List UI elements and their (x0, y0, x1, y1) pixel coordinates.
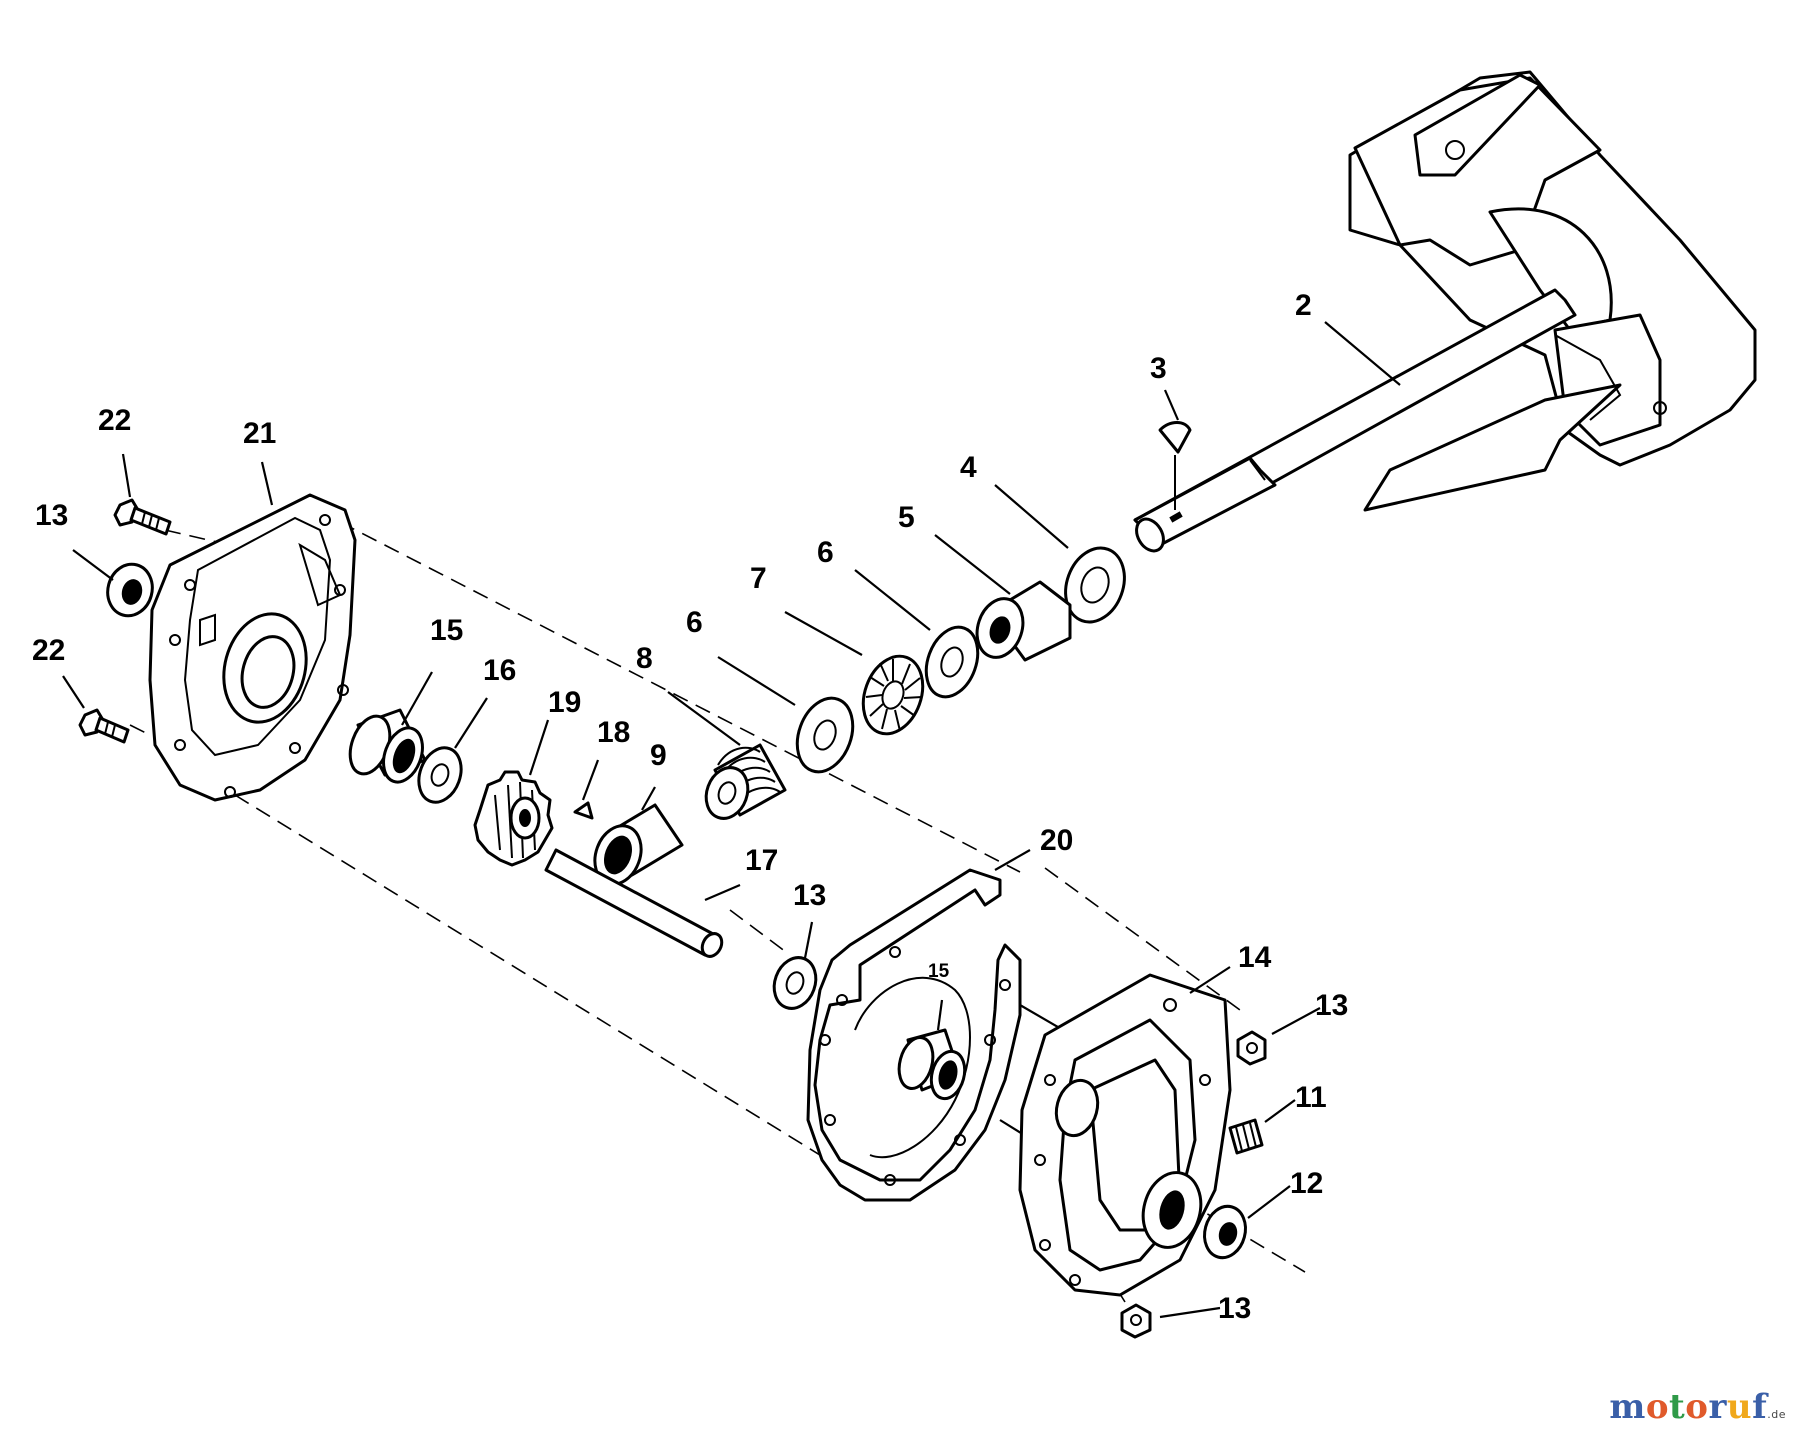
callout-19: 19 (548, 686, 581, 719)
washer-6-upper (924, 625, 980, 699)
watermark-letter: t (1669, 1387, 1686, 1427)
washer-4 (1064, 546, 1126, 624)
watermark-letter: r (1708, 1387, 1727, 1427)
callout-16: 16 (483, 654, 516, 687)
callout-13-right: 13 (1315, 989, 1348, 1022)
site-watermark-logo: motoruf.de (1609, 1387, 1786, 1427)
set-screw-11 (1228, 1118, 1264, 1155)
spur-gear-19 (473, 770, 554, 867)
callout-2: 2 (1295, 289, 1312, 322)
bushing-15-upper (348, 708, 427, 784)
callout-13-bottom: 13 (1218, 1292, 1251, 1325)
callout-22-upper: 22 (98, 404, 131, 437)
watermark-logo-text: motoruf (1609, 1387, 1767, 1427)
worm-gear-8 (704, 743, 787, 820)
callout-11: 11 (1295, 1081, 1327, 1114)
watermark-letter: o (1645, 1387, 1670, 1427)
bolt-22-upper (113, 498, 172, 536)
callout-22-lower: 22 (32, 634, 65, 667)
callout-13-left: 13 (35, 499, 68, 532)
callout-4: 4 (960, 451, 977, 484)
bushing-15-lower (897, 1028, 967, 1101)
washer-6-lower (795, 696, 855, 774)
gasket-20 (806, 868, 1022, 1202)
callout-15-lower: 15 (928, 961, 950, 982)
callout-6-upper: 6 (817, 536, 834, 569)
pin-17 (544, 848, 724, 958)
callout-3: 3 (1150, 352, 1167, 385)
callout-20: 20 (1040, 824, 1073, 857)
bolt-22-lower (78, 708, 130, 744)
washer-13-left (106, 562, 154, 618)
washer-13-middle (772, 956, 818, 1010)
sleeve-bearing-9 (593, 803, 684, 886)
callout-18: 18 (597, 716, 630, 749)
small-key-18 (573, 801, 594, 820)
woodruff-key (1158, 421, 1192, 510)
watermark-letter: u (1726, 1387, 1753, 1427)
shaft (1133, 288, 1577, 553)
leader-lines (62, 321, 1401, 1319)
callout-6-lower: 6 (686, 606, 703, 639)
callout-15-upper: 15 (430, 614, 463, 647)
callout-12: 12 (1290, 1167, 1323, 1200)
impeller-housing (1348, 70, 1757, 512)
watermark-suffix: .de (1767, 1408, 1786, 1421)
callout-9: 9 (650, 739, 667, 772)
thrust-bearing-7 (861, 654, 925, 736)
flange-bearing-5 (975, 580, 1072, 662)
nut-13-right (1236, 1030, 1267, 1066)
gearbox-housing-21 (148, 493, 357, 802)
callout-13-middle: 13 (793, 879, 826, 912)
watermark-letter: f (1752, 1387, 1768, 1427)
callout-14: 14 (1238, 941, 1272, 974)
callout-7: 7 (750, 562, 767, 595)
seal-12 (1203, 1204, 1247, 1260)
nut-13-bottom (1120, 1303, 1152, 1339)
washer-16 (417, 746, 463, 804)
callout-5: 5 (898, 501, 915, 534)
callout-labels: 2 3 4 5 6 7 6 8 9 18 19 16 15 21 22 13 2… (32, 289, 1348, 1325)
gearbox-housing-14 (1018, 973, 1232, 1297)
callout-21: 21 (243, 417, 276, 450)
watermark-letter: o (1685, 1387, 1709, 1427)
callout-8: 8 (636, 642, 653, 675)
watermark-letter: m (1609, 1387, 1646, 1427)
callout-17: 17 (745, 844, 778, 877)
